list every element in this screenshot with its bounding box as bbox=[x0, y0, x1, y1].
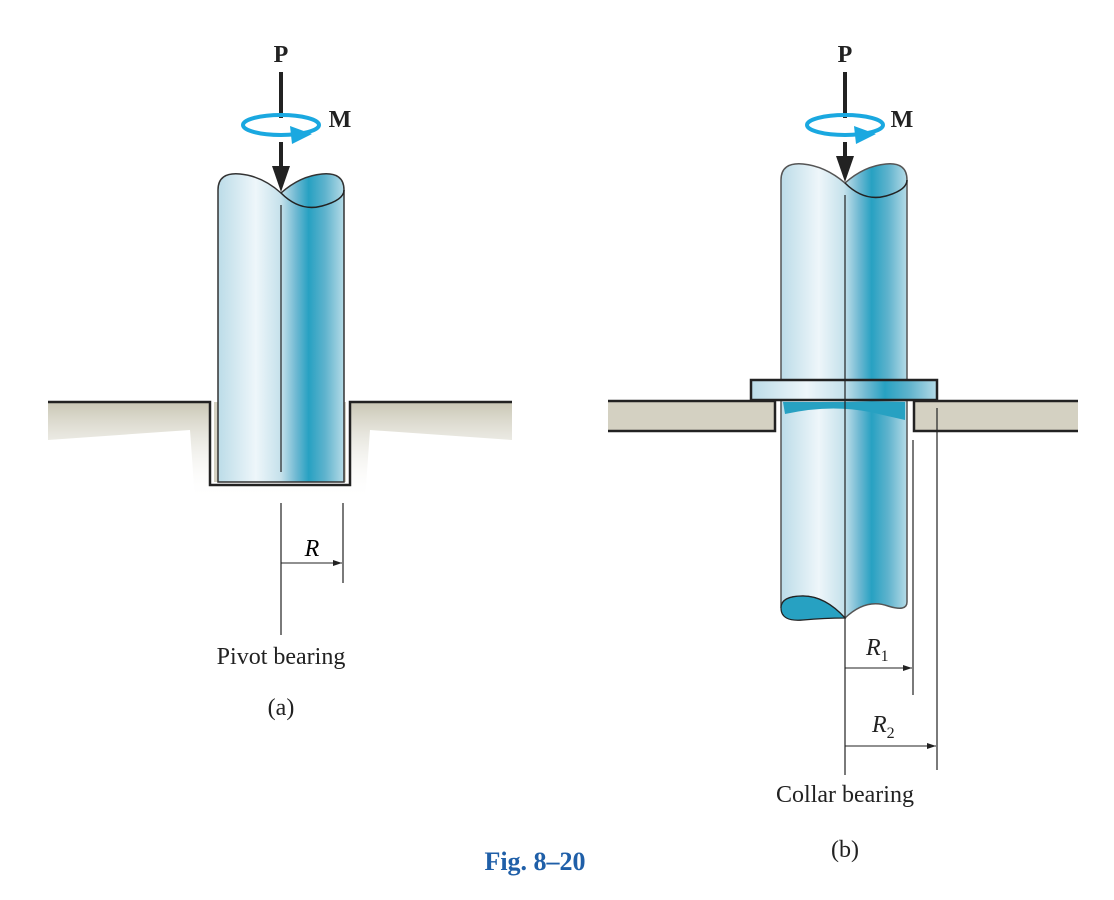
panel-title: Pivot bearing bbox=[217, 644, 346, 670]
ground-pit-outline bbox=[48, 400, 512, 487]
ground-shadow bbox=[48, 402, 512, 500]
support-plate-right bbox=[914, 401, 1078, 431]
moment-label: M bbox=[891, 107, 914, 133]
collar bbox=[749, 378, 939, 402]
panel-letter: (a) bbox=[268, 695, 295, 721]
radius1-label: R1 bbox=[865, 635, 889, 665]
panel-b-collar-bearing: R1 R2 P M Collar bearing (b) bbox=[608, 42, 1078, 863]
moment-arrow-icon bbox=[805, 113, 885, 137]
moment-label: M bbox=[329, 107, 352, 133]
force-label: P bbox=[838, 42, 853, 68]
support-plate-left bbox=[608, 401, 775, 431]
panel-a-pivot-bearing: R P M Pivot bearing (a) bbox=[48, 42, 512, 721]
force-label: P bbox=[274, 42, 289, 68]
figure-caption: Fig. 8–20 bbox=[484, 847, 585, 876]
radius2-label: R2 bbox=[871, 712, 895, 742]
panel-title: Collar bearing bbox=[776, 782, 914, 808]
moment-arrow-icon bbox=[241, 113, 321, 137]
radius-label: R bbox=[304, 536, 320, 562]
panel-letter: (b) bbox=[831, 837, 859, 863]
